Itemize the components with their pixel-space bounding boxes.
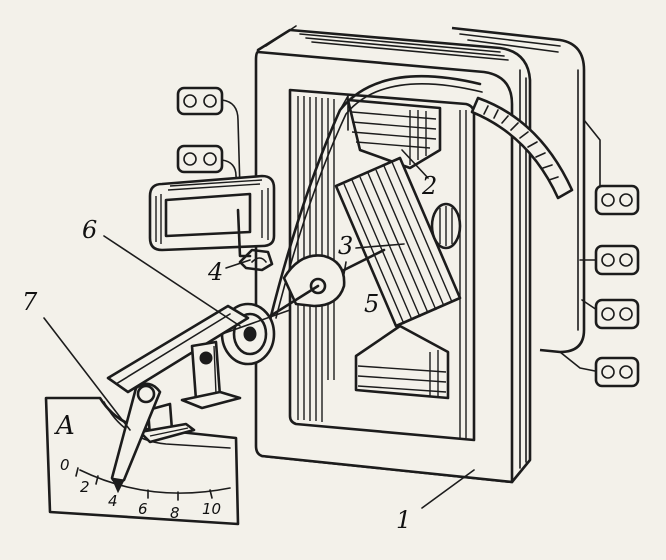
callout-5: 5 (364, 290, 379, 318)
terminal-block (594, 298, 640, 330)
callout-4: 4 (207, 258, 223, 286)
moving-iron-vane (334, 156, 462, 328)
scale-label: 8 (170, 504, 180, 522)
callout-leaders (43, 149, 475, 509)
callout-6: 6 (82, 216, 97, 244)
curved-scale-arc (470, 96, 574, 200)
terminal-block (176, 86, 224, 116)
upper-pole-piece (346, 98, 442, 170)
terminal-block (594, 356, 640, 388)
lower-pole-piece (354, 324, 450, 400)
right-terminals (559, 119, 640, 388)
hairspring-4 (238, 248, 274, 272)
leader-4 (225, 259, 251, 269)
dial-pivot-block (138, 402, 196, 444)
callout-labels: 1 2 3 4 5 6 7 (22, 172, 437, 534)
leader-5 (343, 261, 347, 275)
scale-label: 4 (108, 492, 118, 510)
scale-label: 6 (138, 500, 148, 518)
terminal-block (594, 244, 640, 276)
dial-text: A 0 2 4 6 8 10 (54, 411, 221, 522)
callout-1: 1 (396, 506, 411, 534)
shaft-and-damper-drum (246, 248, 386, 332)
left-terminals (176, 86, 241, 191)
pointer-wire (268, 74, 483, 322)
callout-2: 2 (421, 172, 437, 200)
terminal-block (594, 184, 640, 216)
scale-label: 10 (202, 500, 221, 518)
leader-1 (421, 469, 475, 509)
pivot-bracket (180, 340, 242, 410)
scale-label: 0 (60, 456, 70, 474)
scale-label: 2 (80, 478, 90, 496)
terminal-block (176, 144, 224, 174)
callout-3: 3 (338, 232, 353, 260)
rear-bearing (430, 202, 462, 250)
dial-pointer (110, 382, 162, 494)
leader-6 (103, 235, 241, 327)
leader-3 (355, 243, 405, 249)
lever-plate (106, 304, 250, 394)
leader-7 (43, 317, 131, 431)
callout-7: 7 (22, 288, 38, 316)
damping-coil (148, 174, 276, 258)
unit-letter: A (54, 411, 75, 441)
leader-2 (401, 149, 429, 179)
